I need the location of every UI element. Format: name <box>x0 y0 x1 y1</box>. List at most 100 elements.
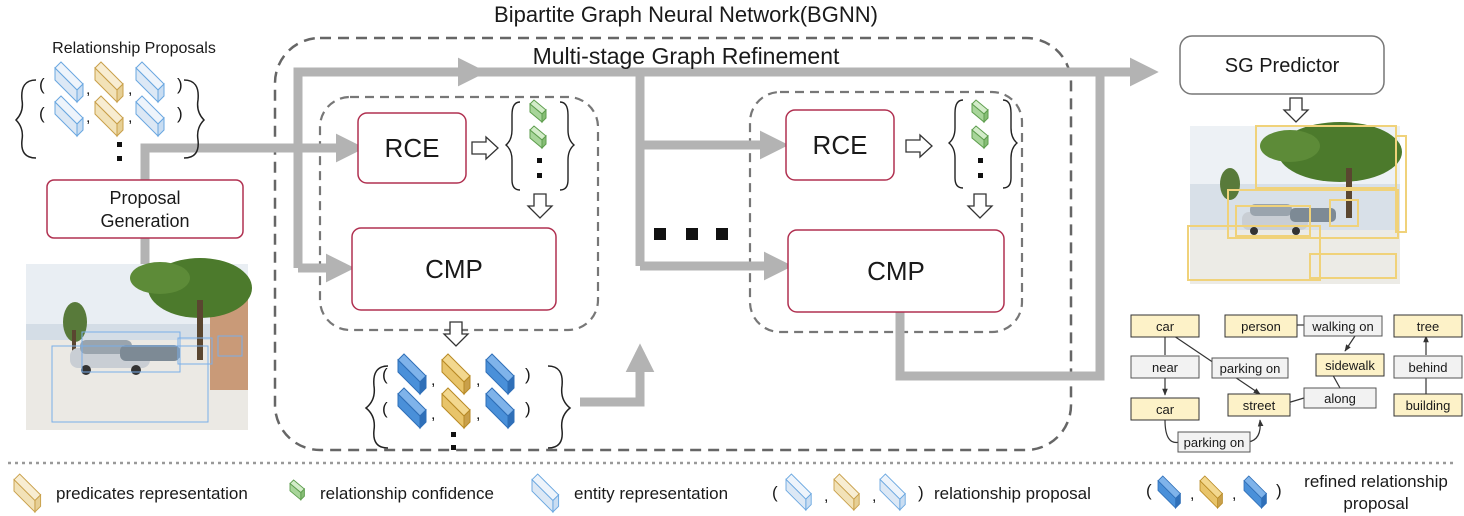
svg-text:,: , <box>128 109 132 126</box>
output-image <box>1187 122 1407 284</box>
sg-node-label: building <box>1406 398 1451 413</box>
svg-text:,: , <box>431 372 435 389</box>
svg-text:,: , <box>86 81 90 98</box>
confidence-cube <box>971 99 989 123</box>
sg-edge-label-box <box>1211 357 1289 379</box>
sg-edge-label: parking on <box>1220 361 1281 376</box>
proposals-label: Relationship Proposals <box>52 40 216 57</box>
sg-edge-label-box <box>1130 355 1200 379</box>
legend-refined-entity-cube <box>1243 475 1267 509</box>
down-arrow-icon <box>1283 97 1309 123</box>
legend-refined-label-line1: refined relationship <box>1304 472 1448 491</box>
right-arrow-icon <box>905 134 933 158</box>
svg-text:(: ( <box>1146 481 1152 500</box>
stages-ellipsis <box>654 228 728 240</box>
refined-predicate-cube <box>441 387 471 429</box>
down-arrow-icon <box>527 193 553 219</box>
svg-text:(: ( <box>39 104 45 123</box>
sg-edge-label: along <box>1324 391 1356 406</box>
legend: predicates representation relationship c… <box>13 472 1448 513</box>
right-brace <box>183 79 206 159</box>
sg-node <box>1393 393 1463 417</box>
sg-edge-label: near <box>1152 360 1179 375</box>
svg-text:(: ( <box>382 399 388 418</box>
svg-text:,: , <box>1232 486 1236 503</box>
svg-text:): ) <box>177 75 183 94</box>
svg-text:,: , <box>1190 486 1194 503</box>
sg-edge-label-box <box>1303 315 1383 337</box>
sg-edge-label-box <box>1393 355 1463 379</box>
svg-text:): ) <box>177 104 183 123</box>
cmp-label-2: CMP <box>867 256 925 286</box>
flow-arrow-loop <box>895 72 1105 381</box>
svg-text:(: ( <box>382 365 388 384</box>
svg-text:,: , <box>476 406 480 423</box>
rce-module-2 <box>785 109 895 181</box>
svg-text:,: , <box>86 109 90 126</box>
rce-module-1 <box>357 112 467 184</box>
refined-entity-cube <box>397 353 427 395</box>
svg-text:,: , <box>872 488 876 505</box>
entity-cube <box>135 95 165 137</box>
sg-node-label: car <box>1156 319 1175 334</box>
cmp-label-1: CMP <box>425 254 483 284</box>
confidence-cube <box>529 99 547 123</box>
proposal-generation-box <box>46 179 244 239</box>
svg-text:): ) <box>1276 481 1282 500</box>
sg-node-label: car <box>1156 402 1175 417</box>
predicate-cube <box>94 95 124 137</box>
flow-arrow-refined-up <box>580 343 655 407</box>
refined-entity-cube <box>485 387 515 429</box>
legend-entity-cube <box>785 473 812 511</box>
entity-cube <box>54 61 84 103</box>
cmp-module-2 <box>787 229 1005 313</box>
sg-edge-label-box <box>1303 387 1377 409</box>
svg-text:,: , <box>431 406 435 423</box>
legend-proposal-label: relationship proposal <box>934 484 1091 503</box>
sg-node <box>1227 393 1291 417</box>
legend-refined-entity-cube <box>1157 475 1181 509</box>
confidence-cube <box>529 125 547 149</box>
sg-edge-label-box <box>1177 431 1251 453</box>
rce-label-2: RCE <box>813 130 868 160</box>
sg-node-label: street <box>1243 398 1276 413</box>
svg-text:,: , <box>476 372 480 389</box>
cmp-module-1 <box>351 227 557 311</box>
svg-text:): ) <box>918 483 924 502</box>
right-arrow-icon <box>471 136 499 160</box>
sg-edge-label: walking on <box>1311 319 1373 334</box>
confidence-vector-1 <box>504 99 576 191</box>
legend-predicate-cube <box>833 473 860 511</box>
figure-subtitle: Multi-stage Graph Refinement <box>533 43 840 69</box>
sg-node-label: tree <box>1417 319 1439 334</box>
confidence-vector-2 <box>947 99 1019 189</box>
svg-text:,: , <box>824 488 828 505</box>
sg-node <box>1224 314 1298 338</box>
sg-node <box>1130 314 1200 338</box>
svg-text:): ) <box>525 365 531 384</box>
sg-node-label: person <box>1241 319 1281 334</box>
left-brace <box>14 79 37 159</box>
proposals-group: ( ( ) ) , , , , <box>14 61 206 161</box>
entity-cube <box>135 61 165 103</box>
stage-1-container <box>318 95 600 332</box>
legend-refined-label-line2: proposal <box>1343 494 1408 513</box>
sg-edge-label: parking on <box>1184 435 1245 450</box>
legend-entity-cube <box>531 473 560 513</box>
bgnn-container <box>273 36 1073 452</box>
legend-confidence-cube <box>289 479 305 501</box>
figure-title: Bipartite Graph Neural Network(BGNN) <box>494 2 878 27</box>
predicate-cube <box>94 61 124 103</box>
sg-predictor-box <box>1179 35 1385 95</box>
svg-text:(: ( <box>772 483 778 502</box>
svg-text:,: , <box>128 81 132 98</box>
legend-predicates-label: predicates representation <box>56 484 248 503</box>
scene-graph: car person tree sidewalk car street buil… <box>1130 314 1463 453</box>
down-arrow-icon <box>967 193 993 219</box>
legend-entity-cube <box>879 473 906 511</box>
rce-label-1: RCE <box>385 133 440 163</box>
refined-entity-cube <box>485 353 515 395</box>
entity-cube <box>54 95 84 137</box>
legend-confidence-label: relationship confidence <box>320 484 494 503</box>
